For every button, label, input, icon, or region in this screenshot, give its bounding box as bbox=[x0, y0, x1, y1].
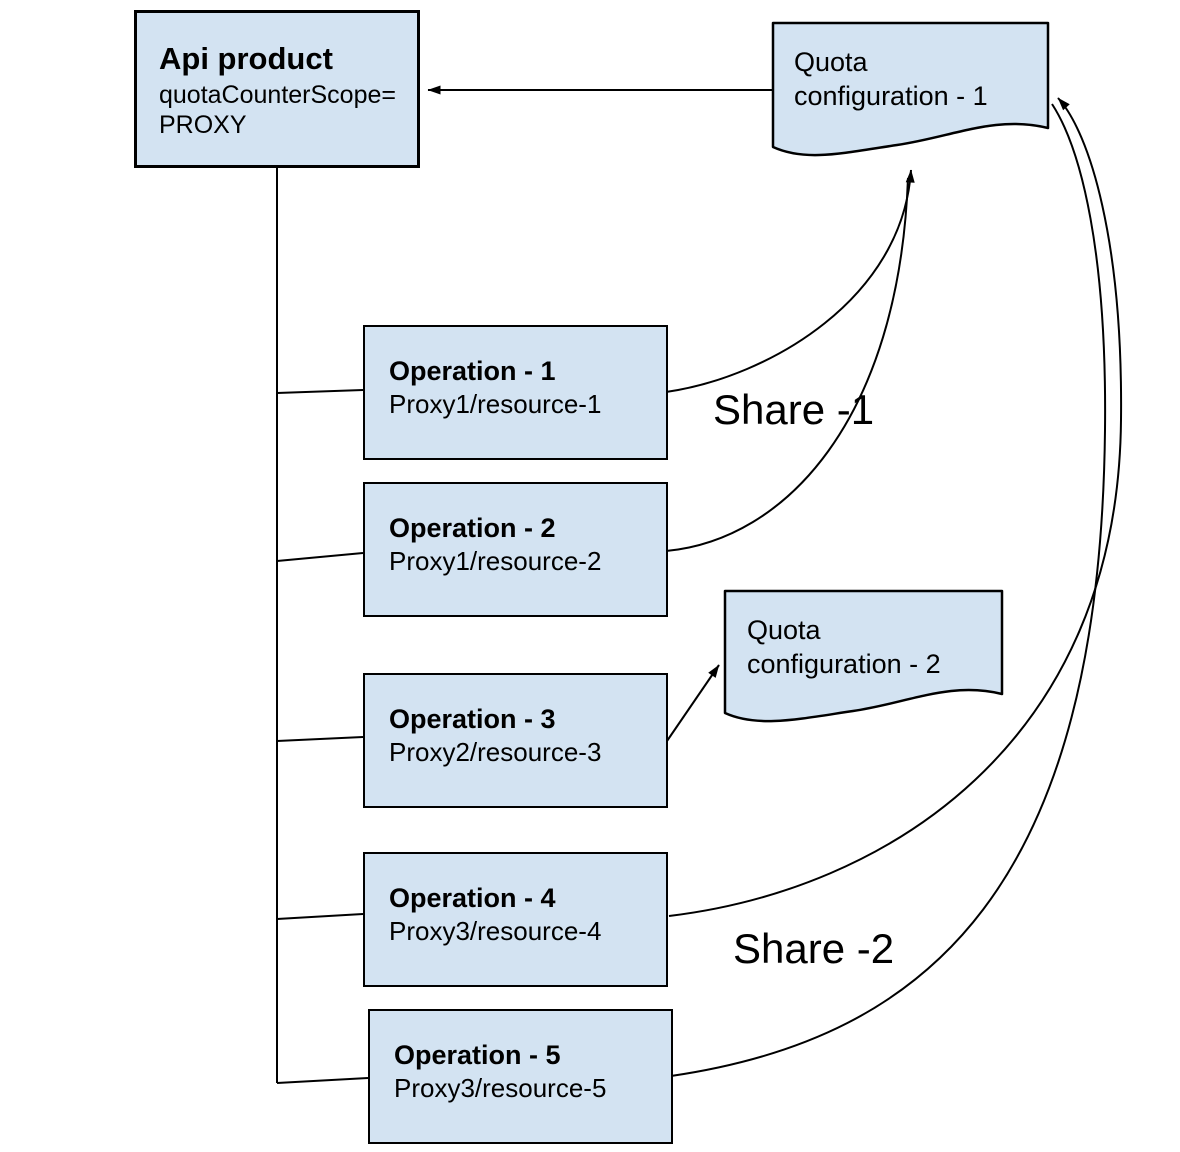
operation-5-title: Operation - 5 bbox=[394, 1040, 561, 1070]
operation-1-path: Proxy1/resource-1 bbox=[389, 389, 602, 419]
connector-branch-op3 bbox=[276, 736, 364, 742]
connector-op2-to-qc1 bbox=[665, 177, 909, 552]
api-product-node: Api product quotaCounterScope= PROXY bbox=[134, 10, 420, 168]
share-1-label: Share -1 bbox=[713, 386, 875, 433]
connector-op1-to-qc1 bbox=[665, 169, 915, 393]
connector-branch-op2 bbox=[276, 552, 364, 562]
api-product-title: Api product bbox=[159, 41, 333, 76]
connector-branch-op1 bbox=[276, 389, 364, 394]
operation-2-path: Proxy1/resource-2 bbox=[389, 546, 602, 576]
connector-op3-to-qc2 bbox=[666, 664, 720, 742]
connector-op4-to-qc1 bbox=[668, 97, 1123, 917]
quota-config-1-line2: configuration - 1 bbox=[794, 81, 988, 111]
connector-branch-op4 bbox=[276, 913, 364, 920]
operation-3-node: Operation - 3 Proxy2/resource-3 bbox=[363, 673, 668, 808]
operation-4-title: Operation - 4 bbox=[389, 883, 556, 913]
doc-shape-quota-config-2 bbox=[723, 589, 1004, 723]
operation-5-path: Proxy3/resource-5 bbox=[394, 1073, 607, 1103]
quota-config-1-label: Quota configuration - 1 bbox=[794, 45, 988, 113]
quota-config-1-line1: Quota bbox=[794, 47, 868, 77]
connector-op5-to-qc1 bbox=[670, 103, 1107, 1077]
operation-3-title: Operation - 3 bbox=[389, 704, 556, 734]
operation-1-title: Operation - 1 bbox=[389, 356, 556, 386]
quota-config-2-label: Quota configuration - 2 bbox=[747, 613, 941, 681]
quota-config-2-line2: configuration - 2 bbox=[747, 649, 941, 679]
share-2-label: Share -2 bbox=[733, 925, 895, 972]
connector-branch-op5 bbox=[276, 1077, 369, 1084]
quota-config-2-line1: Quota bbox=[747, 615, 821, 645]
operation-3-path: Proxy2/resource-3 bbox=[389, 737, 602, 767]
operation-4-path: Proxy3/resource-4 bbox=[389, 916, 602, 946]
operation-5-node: Operation - 5 Proxy3/resource-5 bbox=[368, 1009, 673, 1144]
api-product-attribute: quotaCounterScope= PROXY bbox=[159, 80, 407, 140]
doc-shape-quota-config-1 bbox=[771, 21, 1050, 157]
operation-4-node: Operation - 4 Proxy3/resource-4 bbox=[363, 852, 668, 987]
api-product-attr-line1: quotaCounterScope= bbox=[159, 81, 396, 109]
api-product-attr-line2: PROXY bbox=[159, 111, 247, 139]
operation-2-title: Operation - 2 bbox=[389, 513, 556, 543]
operation-2-node: Operation - 2 Proxy1/resource-2 bbox=[363, 482, 668, 617]
operation-1-node: Operation - 1 Proxy1/resource-1 bbox=[363, 325, 668, 460]
